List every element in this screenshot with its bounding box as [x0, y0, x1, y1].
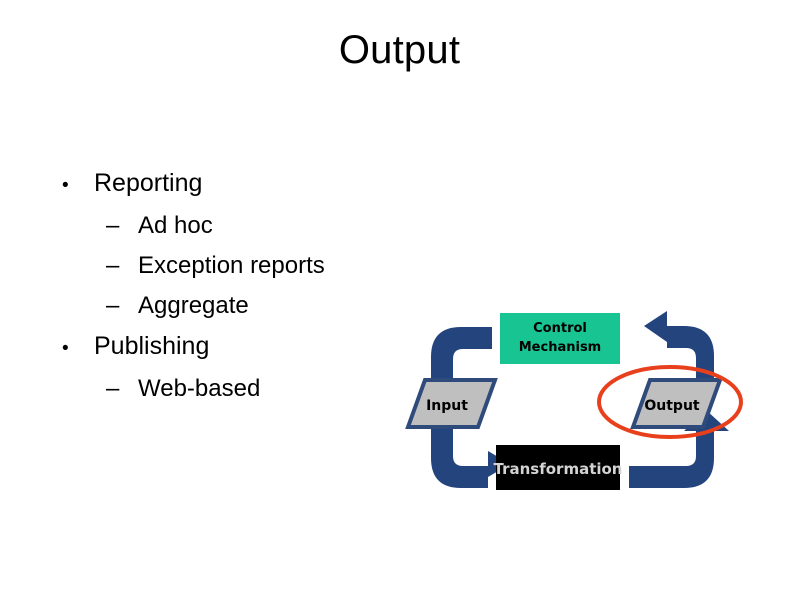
node-output: Output [630, 378, 723, 429]
node-control-mechanism: Control Mechanism [500, 313, 620, 364]
list-item-label: Aggregate [138, 292, 249, 319]
list-item-label: Ad hoc [138, 212, 213, 239]
list-item-label: Web-based [138, 375, 261, 402]
page-title: Output [338, 28, 461, 72]
bullet-marker-icon: • [62, 338, 69, 359]
output-label: Output [644, 398, 700, 414]
list-item: – Exception reports [62, 246, 422, 286]
control-mechanism-label-line2: Mechanism [519, 340, 601, 355]
list-item: – Web-based [62, 369, 422, 409]
transformation-label: Transformation [494, 460, 623, 478]
dash-marker-icon: – [106, 292, 120, 319]
node-input: Input [405, 378, 498, 429]
arrow-transformation-to-output [629, 410, 729, 488]
list-item: – Ad hoc [62, 206, 422, 246]
input-label: Input [426, 398, 468, 414]
arrow-input-to-transformation [431, 427, 510, 488]
list-item-label: Publishing [94, 332, 210, 360]
dash-marker-icon: – [106, 375, 120, 402]
output-highlight-ellipse [597, 365, 743, 439]
bullet-marker-icon: • [62, 175, 69, 196]
list-item: • Reporting [62, 163, 422, 206]
list-item-label: Reporting [94, 169, 203, 197]
node-transformation: Transformation [494, 445, 623, 490]
control-mechanism-label-line1: Control [533, 321, 587, 336]
list-item: – Aggregate [62, 286, 422, 326]
process-cycle-diagram: Control Mechanism Input Transformation O… [400, 300, 760, 510]
bullet-list: • Reporting – Ad hoc – Exception reports… [62, 163, 422, 409]
dash-marker-icon: – [106, 212, 120, 239]
list-item-label: Exception reports [138, 252, 325, 279]
list-item: • Publishing [62, 326, 422, 369]
dash-marker-icon: – [106, 252, 120, 279]
